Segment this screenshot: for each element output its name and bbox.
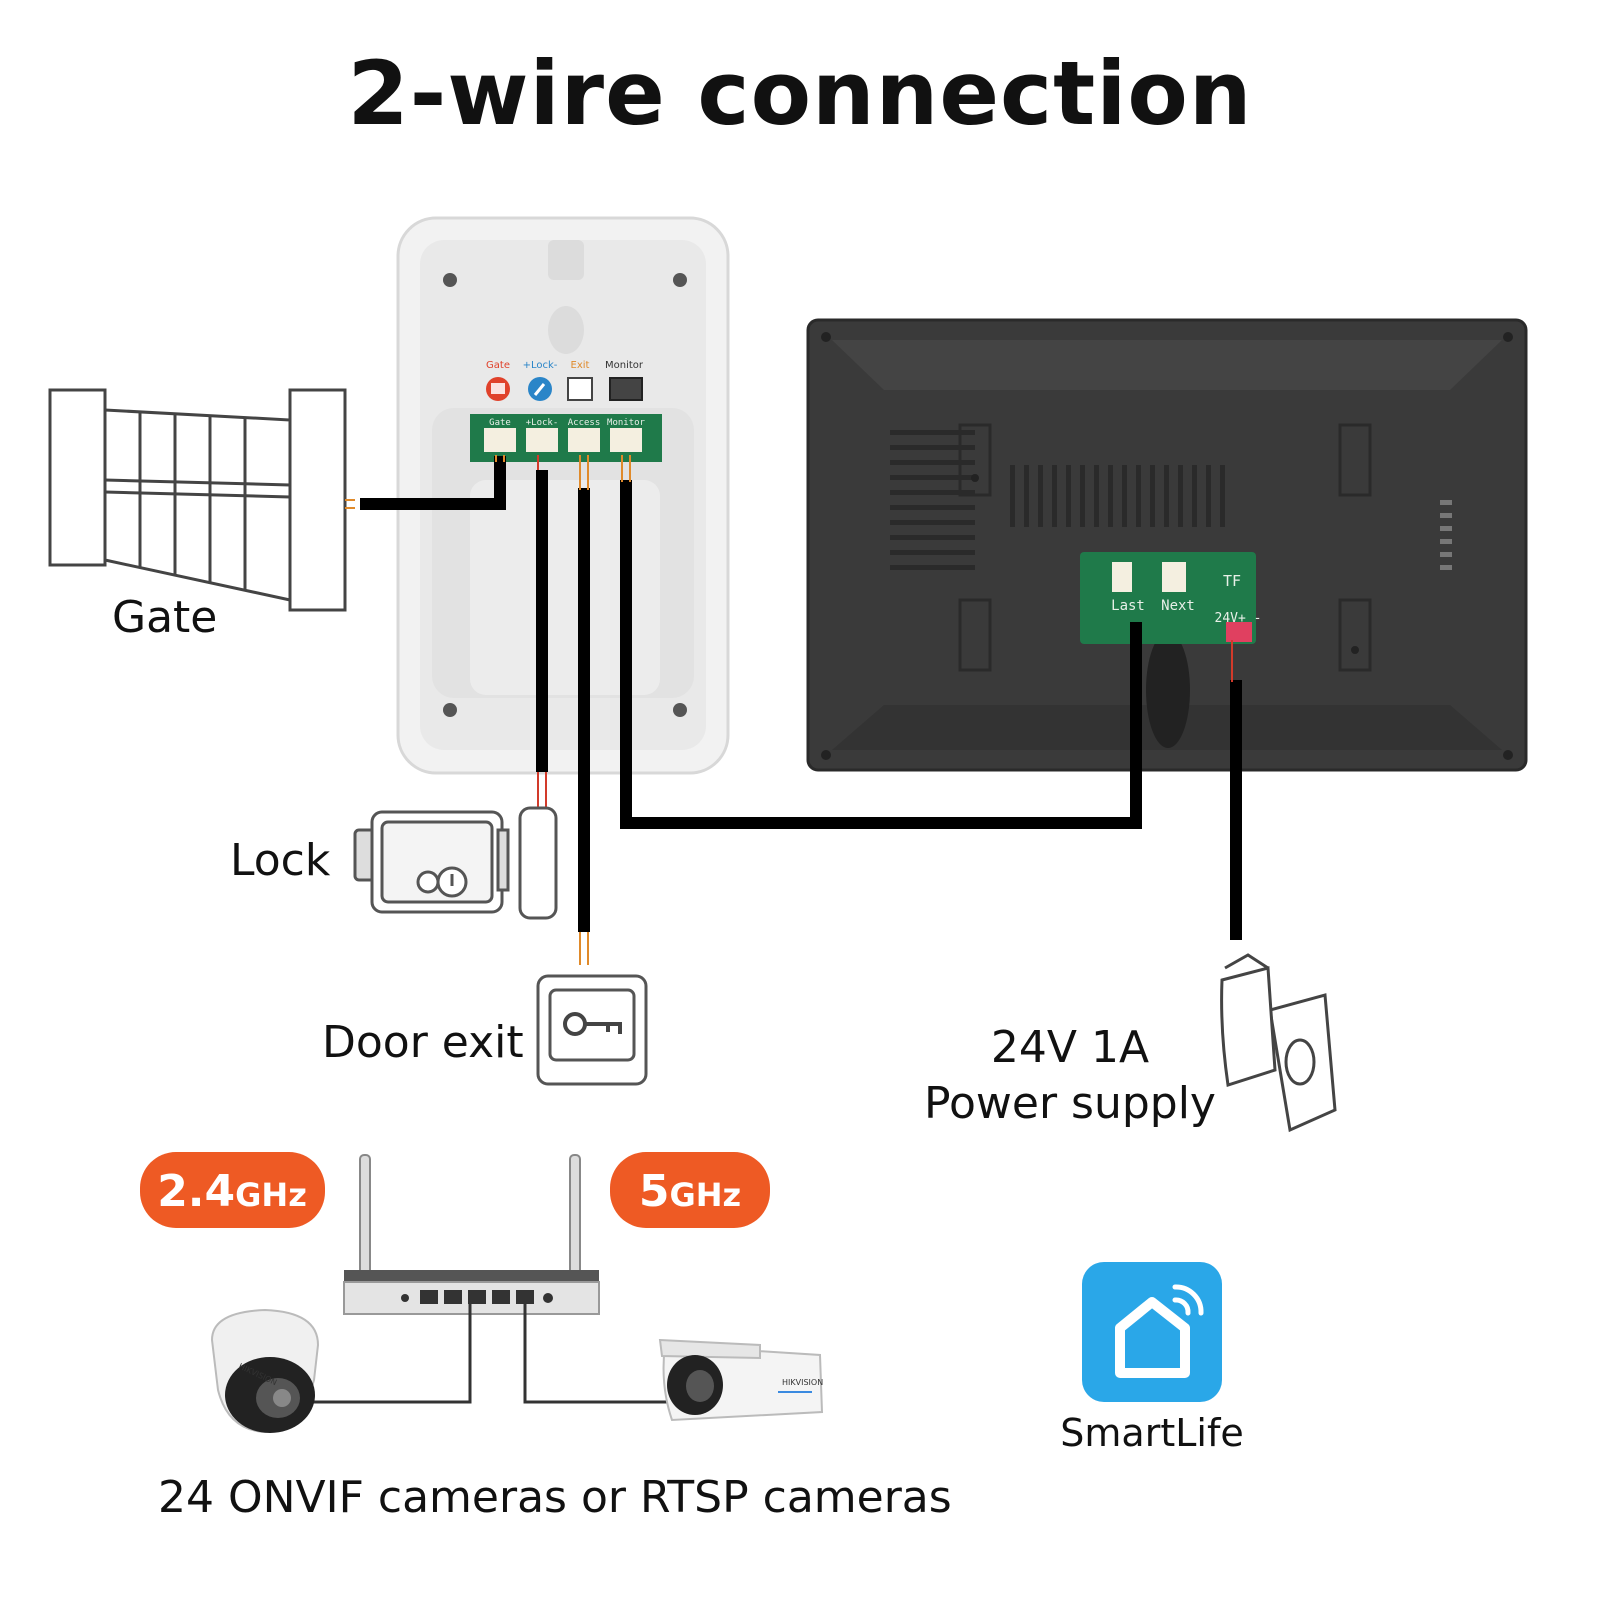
power-adapter bbox=[1220, 953, 1337, 1133]
bullet-camera-brand: HIKVISION bbox=[782, 1378, 823, 1387]
svg-text:5GHz: 5GHz bbox=[639, 1166, 741, 1217]
wifi-signal-icon bbox=[1172, 1297, 1191, 1316]
svg-text:2.4GHz: 2.4GHz bbox=[157, 1166, 307, 1217]
smartlife-label: SmartLife bbox=[1060, 1411, 1243, 1455]
door-exit-button bbox=[536, 974, 648, 1086]
cameras-label: 24 ONVIF cameras or RTSP cameras bbox=[158, 1472, 952, 1523]
power-supply-label: Power supply bbox=[924, 1078, 1216, 1129]
monitor-tf-label: TF bbox=[1223, 572, 1241, 590]
gate-label: Gate bbox=[112, 592, 217, 643]
indoor-monitor bbox=[806, 318, 1528, 772]
lock-illustration bbox=[353, 806, 558, 920]
monitor-next-label: Next bbox=[1161, 598, 1195, 614]
router-illustration bbox=[343, 1154, 600, 1315]
doorbell-monitor-label: Monitor bbox=[605, 360, 644, 371]
pcb-lock-label: +Lock- bbox=[526, 418, 559, 428]
wifi-band-24-badge: 2.4GHz bbox=[140, 1152, 325, 1228]
bullet-camera bbox=[658, 1338, 824, 1422]
page-title: 2-wire connection bbox=[347, 42, 1253, 145]
gate-illustration bbox=[48, 388, 347, 612]
pcb-monitor-label: Monitor bbox=[607, 418, 646, 428]
wifi-band-5-badge: 5GHz bbox=[610, 1152, 770, 1228]
lock-label: Lock bbox=[230, 835, 331, 886]
pcb-gate-label: Gate bbox=[489, 418, 511, 428]
pcb-access-label: Access bbox=[568, 418, 601, 428]
doorbell-lock-label: +Lock- bbox=[523, 360, 558, 371]
smartlife-app-icon bbox=[1082, 1262, 1222, 1402]
network-cables bbox=[310, 1304, 680, 1404]
doorbell-gate-label: Gate bbox=[486, 360, 510, 371]
doorbell-unit bbox=[396, 216, 730, 775]
monitor-wire bbox=[620, 480, 1142, 829]
gate-wire bbox=[360, 456, 506, 510]
dome-camera bbox=[210, 1308, 320, 1434]
doorbell-exit-label: Exit bbox=[571, 360, 590, 371]
power-supply-voltage: 24V 1A bbox=[991, 1022, 1149, 1073]
doorbell-terminal-block bbox=[470, 414, 662, 462]
monitor-last-label: Last bbox=[1111, 598, 1145, 614]
door-exit-label: Door exit bbox=[322, 1017, 524, 1068]
monitor-icon bbox=[609, 377, 643, 401]
home-icon bbox=[1115, 1297, 1190, 1378]
wires bbox=[360, 456, 1242, 940]
monitor-power-label: 24V+ - bbox=[1215, 611, 1262, 626]
exit-key-icon bbox=[567, 377, 593, 401]
